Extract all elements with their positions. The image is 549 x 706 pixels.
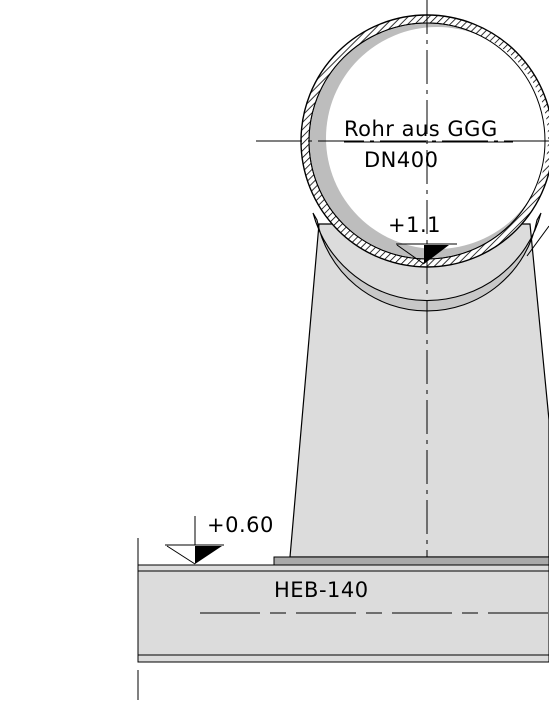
pipe-label-line2: DN400 [364, 148, 438, 172]
pipe-label-line1: Rohr aus GGG [344, 117, 498, 141]
elevation-triangle-pipe [424, 245, 449, 264]
elevation-triangle-base [195, 546, 222, 564]
pipe-bore [326, 27, 548, 249]
pipe-saddle [312, 212, 542, 312]
beam-label: HEB-140 [274, 578, 369, 602]
leader-line [526, 225, 549, 257]
elevation-tick-pipe-left [396, 244, 425, 265]
elevation-label-base: +0.60 [207, 513, 274, 537]
beam-bottom-flange [137, 654, 549, 663]
beam-top-flange [137, 564, 549, 572]
base-plate [273, 556, 549, 566]
elevation-tick-base-left [166, 545, 196, 565]
elevation-label-pipe: +1.1 [388, 213, 441, 237]
